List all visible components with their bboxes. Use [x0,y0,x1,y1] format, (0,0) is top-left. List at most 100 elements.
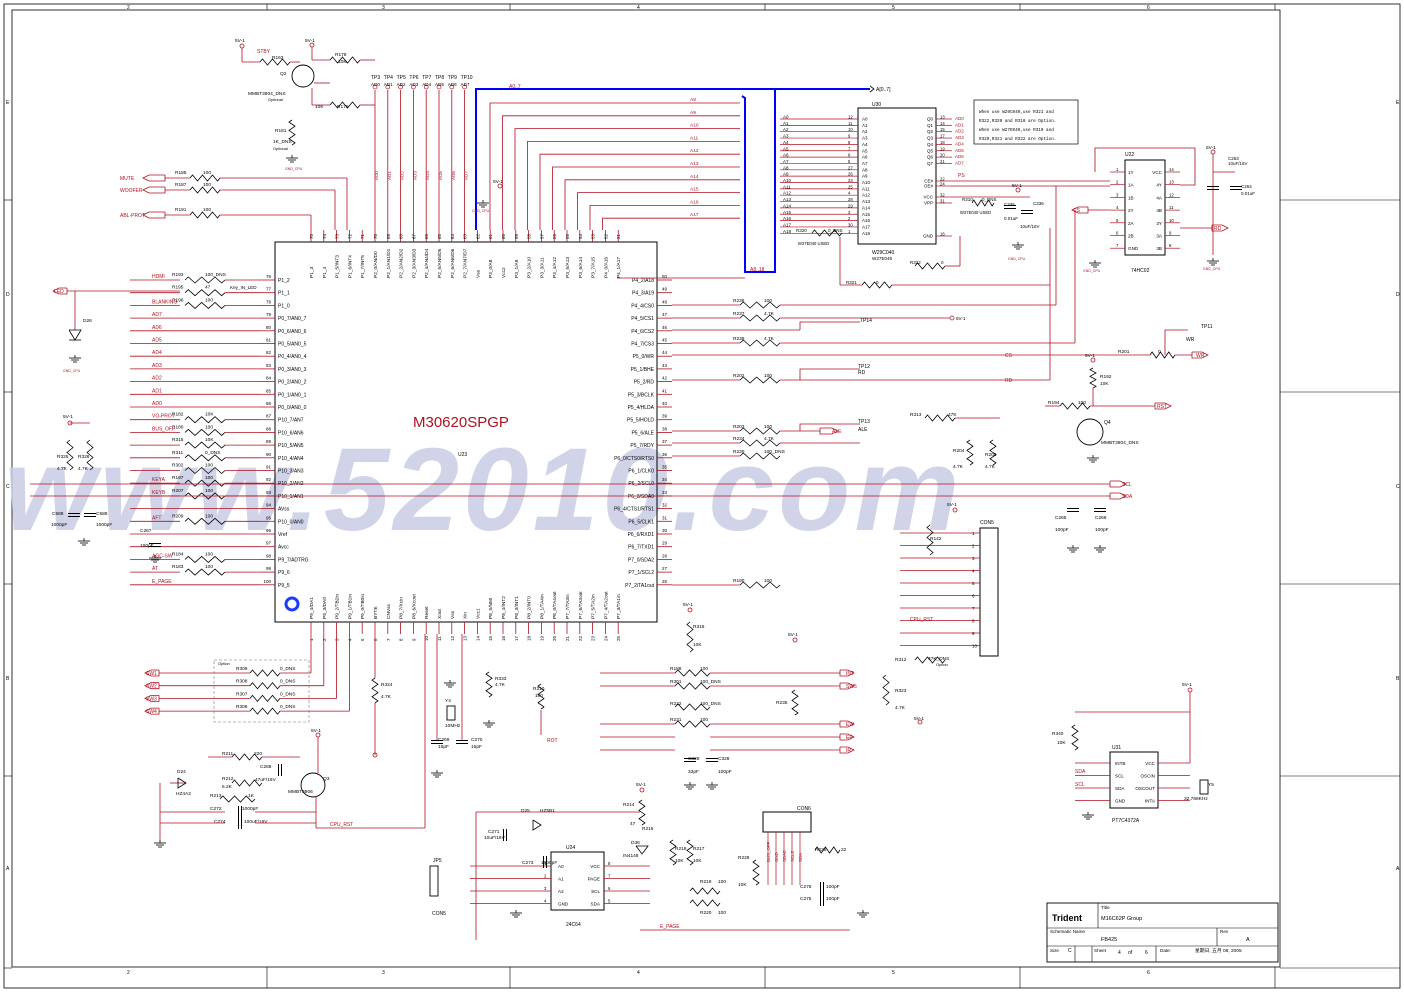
resistor [924,414,956,422]
pin-name: P7_6/TA3out [578,591,584,619]
transistor-q3 [300,772,326,798]
pin-number: 37 [662,439,668,444]
power-label: 5V-1 [1012,183,1022,189]
crystal-y5 [1199,779,1209,795]
pin-number: 4 [972,569,975,574]
ref-designator: R201 [1118,349,1130,355]
pin-name: P3_5/A13 [565,257,571,278]
power-label: 5V-1 [683,602,693,608]
border-number: 4 [637,5,640,11]
pin-number: 8 [848,140,851,145]
pin-name: P6_6/RXD1 [628,532,655,538]
pin-number: 7 [972,606,975,611]
pin-name: Q5 [927,148,934,153]
pin-number: 66 [424,233,429,239]
net-label: AD5 [435,82,444,87]
ref-designator: C268 [260,764,272,770]
pin-name: P0_3/AN0_3 [278,367,307,373]
pin-number: 74 [322,233,327,239]
pin-name: 1B [1128,195,1134,200]
net-label: AD5 [152,338,162,344]
test-point [385,84,391,90]
component-value: 100pF [718,769,732,775]
u24-body [550,851,605,911]
power-symbol [952,507,958,513]
bus-label: A0..7 [509,84,521,90]
pin-name: A1 [558,877,564,882]
bus-label: A8..18 [750,267,765,273]
ref-designator: R230 [733,449,745,455]
net-label: AD6 [451,171,456,180]
net-port-label: SCL [1122,482,1132,488]
pin-name: A12 [862,193,871,198]
component-value: 0 [876,280,879,285]
ref-designator: R183 [172,564,184,570]
resistor [989,439,997,466]
net-port [144,669,160,677]
crystal-y4 [446,705,456,721]
net-label: BUS_OFF [152,426,175,432]
ref-designator: R324 [381,682,393,688]
sheet-number: 4 [1118,950,1121,956]
net-label: A16 [690,199,699,205]
pin-number: 63 [463,233,468,239]
resistor [184,441,226,449]
test-point-label: TP8 [435,75,444,81]
pin-number: 27 [848,165,853,170]
pin-name: GND [1115,799,1126,804]
component-value: 4.7K [495,682,506,688]
pin-number: 9 [972,631,975,636]
ref-designator: C269 [438,737,450,743]
ref-designator: R193 [172,272,184,278]
pin-name: VCC [590,864,600,869]
pin-number: 53 [591,233,596,239]
component-value: 4.7K [764,336,775,342]
pin-number: 4 [347,638,352,641]
pin-number: 33 [662,490,668,495]
component-value: 0.01uF [1004,216,1018,221]
pin-name: P0_7/AN0_7 [278,316,307,322]
power-symbol [1015,187,1021,193]
component-value: 10K [205,412,214,418]
component-value: 100 [205,424,213,430]
pin-number: 92 [266,477,272,482]
pin-name: P1_1 [278,291,290,297]
resistor [184,289,226,297]
address-wire [589,204,740,230]
border-number: 4 [637,970,640,976]
wire [1094,147,1196,186]
border-letter: C [1396,484,1400,490]
pin-number: 14 [1169,167,1174,172]
pin-name: Q6 [927,155,934,160]
ref-designator: R325 [57,454,69,460]
border-number: 5 [892,970,895,976]
pin-name: Vref [278,532,288,538]
pin-name: A16 [862,218,871,223]
pin-name: 4B [1156,208,1162,213]
pin-number: 58 [527,233,532,239]
component-value: 100pF [1095,527,1109,533]
resistor [485,671,493,698]
note-text: When use W29C040,use R321 and [979,110,1054,115]
ref-designator: C273 [522,860,534,866]
diode-d36 [635,845,649,855]
pin-name: P3_3/A11 [539,257,545,278]
pin-number: 46 [662,325,668,330]
net-label: AD1 [152,388,162,394]
net-port [144,682,160,690]
pin-name: OE# [924,184,934,189]
pin-number: 24 [940,182,945,187]
pin-name: P1_0 [278,303,290,309]
ref-designator: R311 [172,450,183,456]
pin-number: 22 [578,635,583,641]
pin-number: 1 [848,229,851,234]
component-value: 100pF [140,543,154,549]
date-value: 星期日, 五月 08, 2005 [1195,948,1242,954]
pin-number: 72 [347,233,352,239]
net-port [1109,480,1127,488]
net-port [819,427,839,435]
pin-number: 2 [1116,180,1119,185]
ref-designator: R184 [172,551,184,557]
resistor [184,276,226,284]
